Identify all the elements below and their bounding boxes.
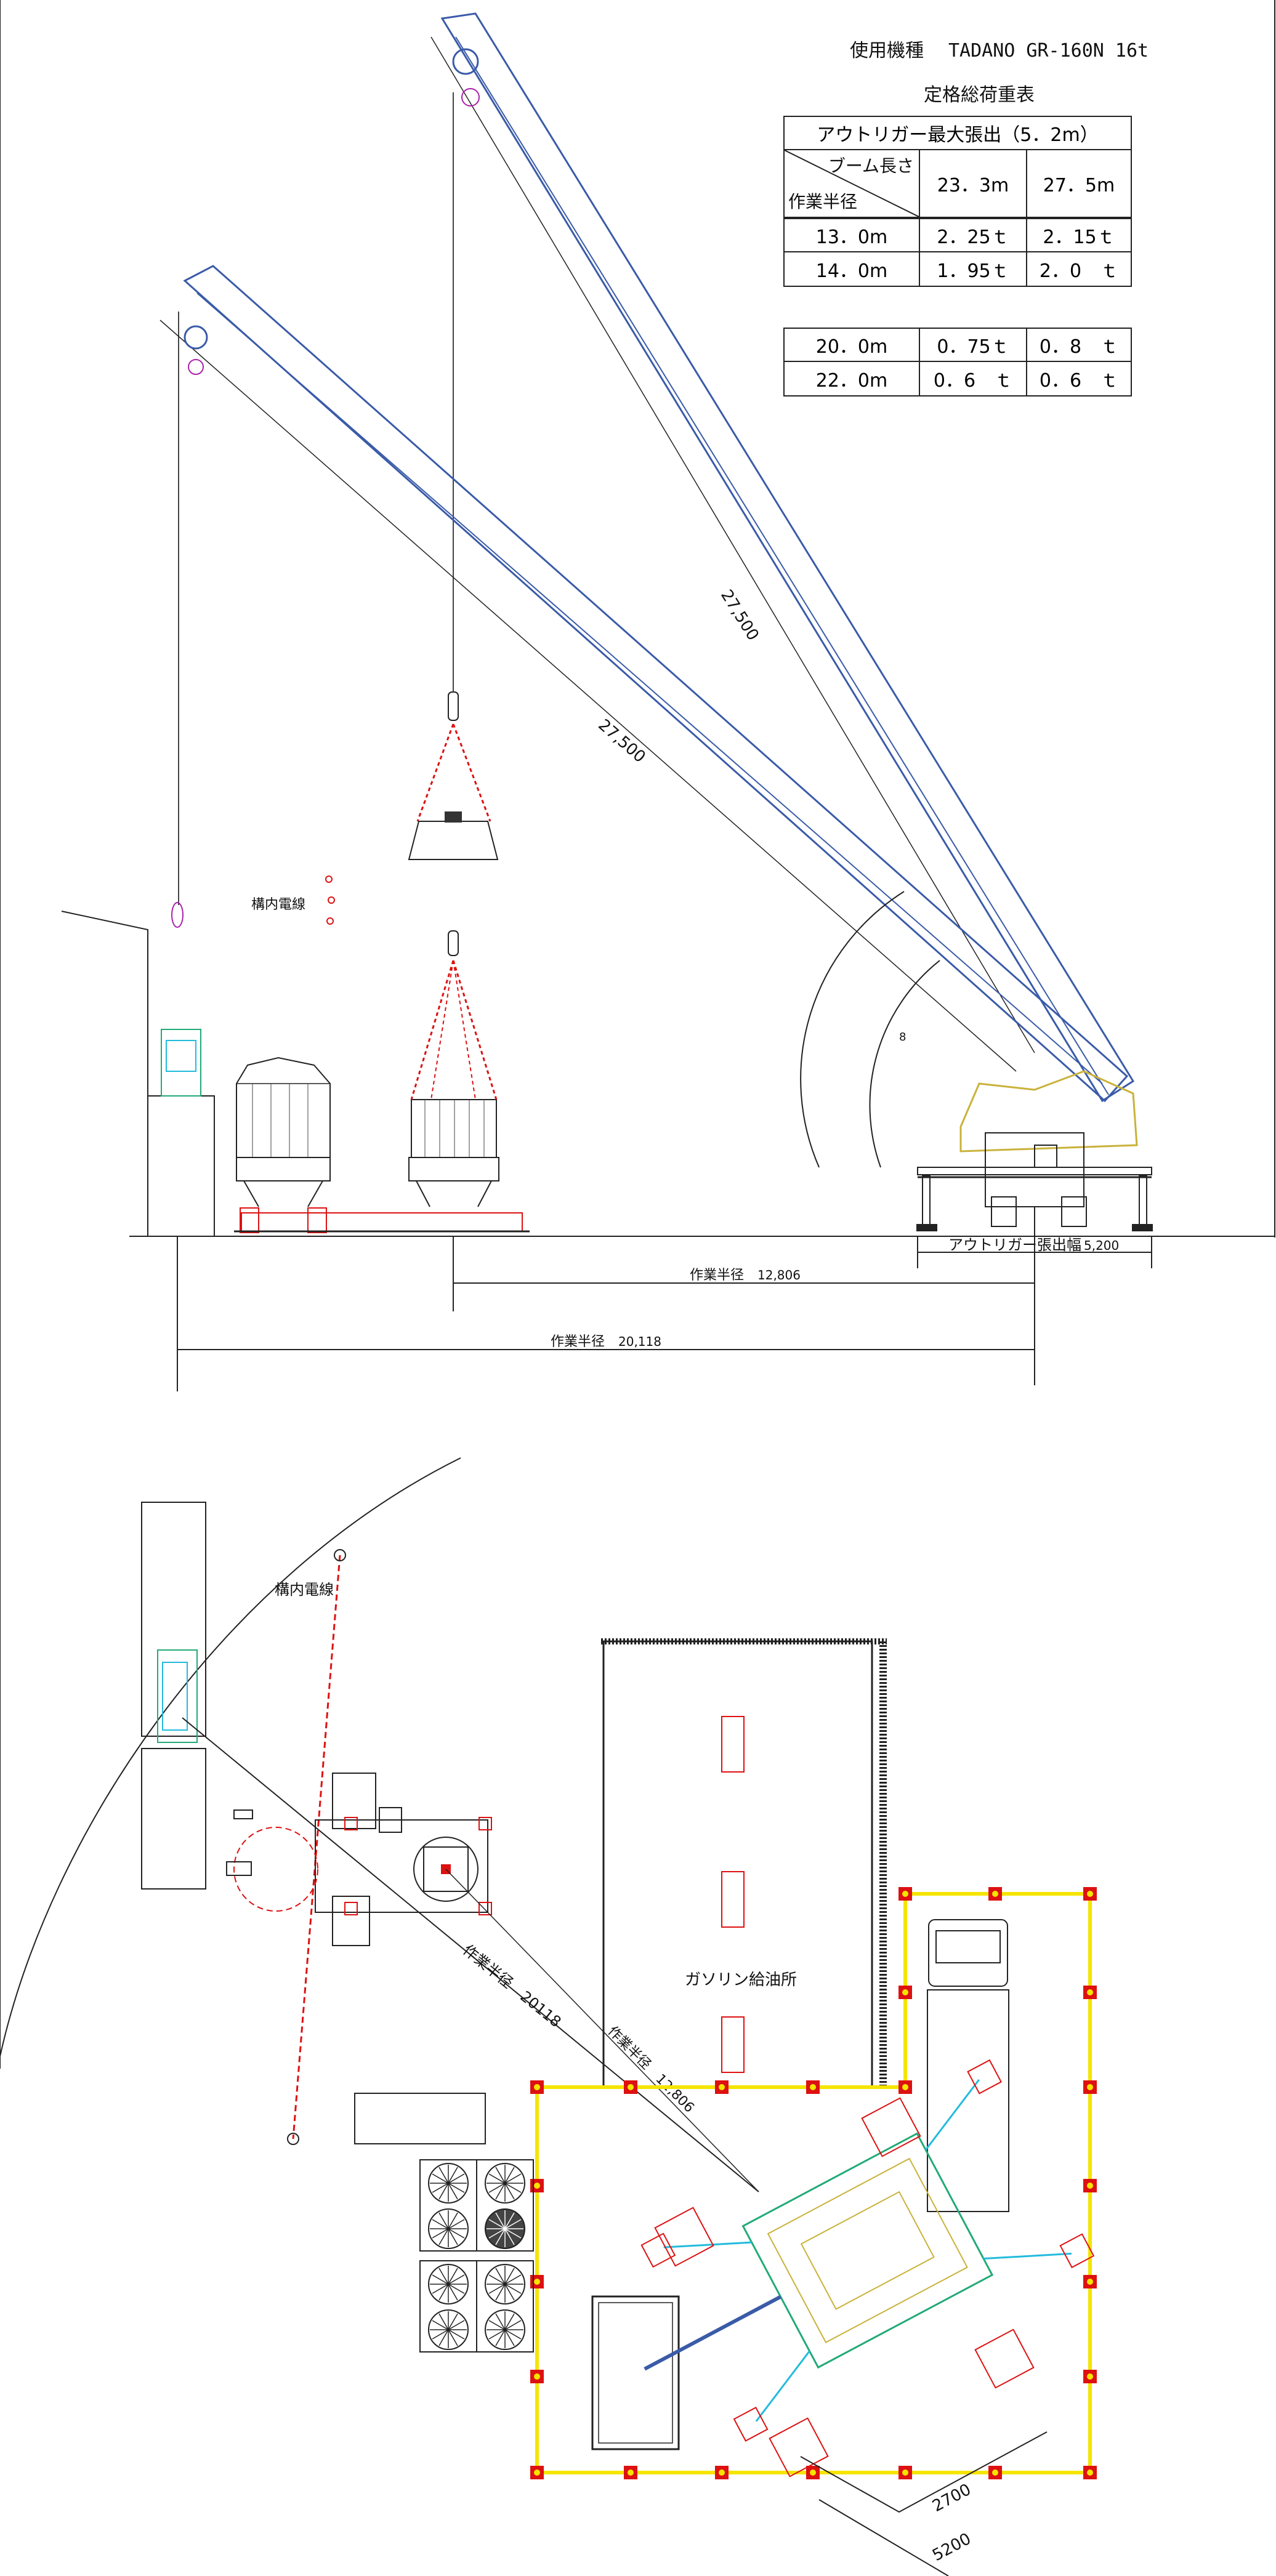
table-cell: 2．25ｔ	[920, 219, 1027, 251]
power-line-label: 構内電線	[251, 897, 305, 912]
table-cell: 0．6 ｔ	[1039, 370, 1119, 392]
rooftop-unit	[161, 1029, 201, 1097]
concrete-slab	[591, 2295, 680, 2450]
fan-icon	[485, 2264, 525, 2304]
plan-cooling-tower	[226, 1773, 492, 1946]
boom-dim-1: 27,500	[717, 587, 762, 644]
load-table-colhead: ブーム長さ 作業半径 23．3m 27．5m	[783, 150, 1132, 218]
power-line-marker-2	[328, 896, 335, 904]
radius-1-label: 作業半径	[690, 1268, 744, 1283]
fan-icon	[428, 2208, 469, 2249]
radius-arc	[0, 1457, 461, 2057]
plan-radius-b: 作業半径 12,806	[605, 2024, 697, 2116]
outrigger-header: アウトリガー最大張出（5．2m）	[817, 124, 1099, 146]
table-cell: 13．0m	[785, 219, 920, 251]
col2-label: 27．5m	[1043, 175, 1115, 196]
table-cell: 1．95ｔ	[920, 252, 1027, 286]
elevation-view: 27,500 27,500 構内	[61, 12, 1275, 1391]
plan-power-line-label: 構内電線	[275, 1581, 334, 1598]
work-radius-label: 作業半径	[788, 191, 858, 212]
suspended-load	[408, 691, 499, 860]
col1-head: 23．3m	[920, 150, 1027, 217]
power-line-marker-3	[326, 917, 334, 925]
plan-power-line	[292, 1555, 341, 2139]
swing-arc-outer	[800, 891, 905, 1168]
cooling-tower-1	[236, 1057, 331, 1233]
pump-2	[721, 1871, 745, 1928]
boom-dim-2: 27,500	[594, 716, 648, 767]
col1-label: 23．3m	[937, 175, 1009, 196]
crane-carrier	[916, 1070, 1153, 1231]
load-table: アウトリガー最大張出（5．2m） ブーム長さ 作業半径 23．3m 27．5m …	[783, 116, 1132, 396]
plan-view: 構内電線 作業半径 20118 作業	[0, 1457, 1097, 2576]
table-title: 定格総荷重表	[924, 84, 1035, 106]
table-cell: 0．6 ｔ	[920, 362, 1027, 395]
table-cell: 14．0m	[785, 252, 920, 286]
machine-label: 使用機種	[850, 40, 924, 62]
plan-dim-2700-line	[800, 2431, 1048, 2513]
table-cell: 2．15ｔ	[1043, 227, 1115, 248]
barrier-fence	[530, 1887, 1097, 2479]
outrigger-width-value: 5,200	[1084, 1238, 1119, 1253]
building-column-lower	[141, 1748, 206, 1890]
table-cell: 2．0 ｔ	[1039, 260, 1119, 282]
table-cell: 0．8 ｔ	[1039, 336, 1119, 358]
boom-long	[430, 12, 1135, 1103]
table-cell: 0．75ｔ	[920, 329, 1027, 361]
col2-head: 27．5m	[1027, 150, 1131, 217]
plan-radius-line-b	[445, 1869, 759, 2192]
plan-dim-5200-line	[818, 2499, 949, 2576]
plan-radius-a: 作業半径 20118	[459, 1941, 564, 2031]
diag-line	[785, 150, 919, 217]
outrigger-pads	[654, 2097, 1035, 2477]
building-column-upper	[141, 1502, 206, 1737]
power-line-marker-1	[325, 875, 333, 883]
hook-1	[171, 902, 184, 928]
boom-length-label: ブーム長さ	[828, 156, 914, 176]
plan-crane	[640, 2059, 1095, 2442]
fan-icon	[428, 2309, 469, 2350]
plan-dim-2700: 2700	[929, 2481, 974, 2516]
radius-2-value: 20,118	[618, 1334, 661, 1349]
angle-mark: 8	[899, 1031, 906, 1044]
plan-radius-line-a	[182, 1717, 759, 2192]
fan-icon	[485, 2163, 525, 2204]
base-rail	[241, 1212, 523, 1232]
truck	[927, 1919, 1009, 2212]
fan-icon	[485, 2309, 525, 2350]
building-roof	[61, 911, 148, 1236]
boom-short	[160, 265, 1129, 1103]
pump-3	[721, 2016, 745, 2073]
pump-1	[721, 1716, 745, 1773]
radius-1-value: 12,806	[757, 1268, 801, 1282]
load-table-header: アウトリガー最大張出（5．2m）	[783, 116, 1132, 150]
gas-station-outline	[602, 1640, 873, 2088]
machine-model: TADANO GR-160N 16t	[948, 40, 1149, 62]
rooftop-unit-inner	[166, 1040, 196, 1072]
table-cell: 20．0m	[785, 329, 920, 361]
plan-rooftop-unit	[157, 1649, 198, 1743]
plan-dim-5200: 5200	[929, 2530, 974, 2566]
fan-icon	[428, 2163, 469, 2204]
radius-2-label: 作業半径	[551, 1334, 605, 1350]
diag-cell: ブーム長さ 作業半径	[785, 150, 920, 217]
condensing-units	[354, 2093, 534, 2353]
wall-block	[147, 1095, 215, 1237]
outrigger-width-label: アウトリガー張出幅	[948, 1236, 1081, 1254]
swing-arc-inner	[869, 960, 940, 1168]
gas-station-label: ガソリン給油所	[685, 1971, 797, 1989]
fan-icon	[428, 2264, 469, 2304]
cooling-tower-2	[408, 930, 499, 1207]
table-cell: 22．0m	[785, 362, 920, 395]
